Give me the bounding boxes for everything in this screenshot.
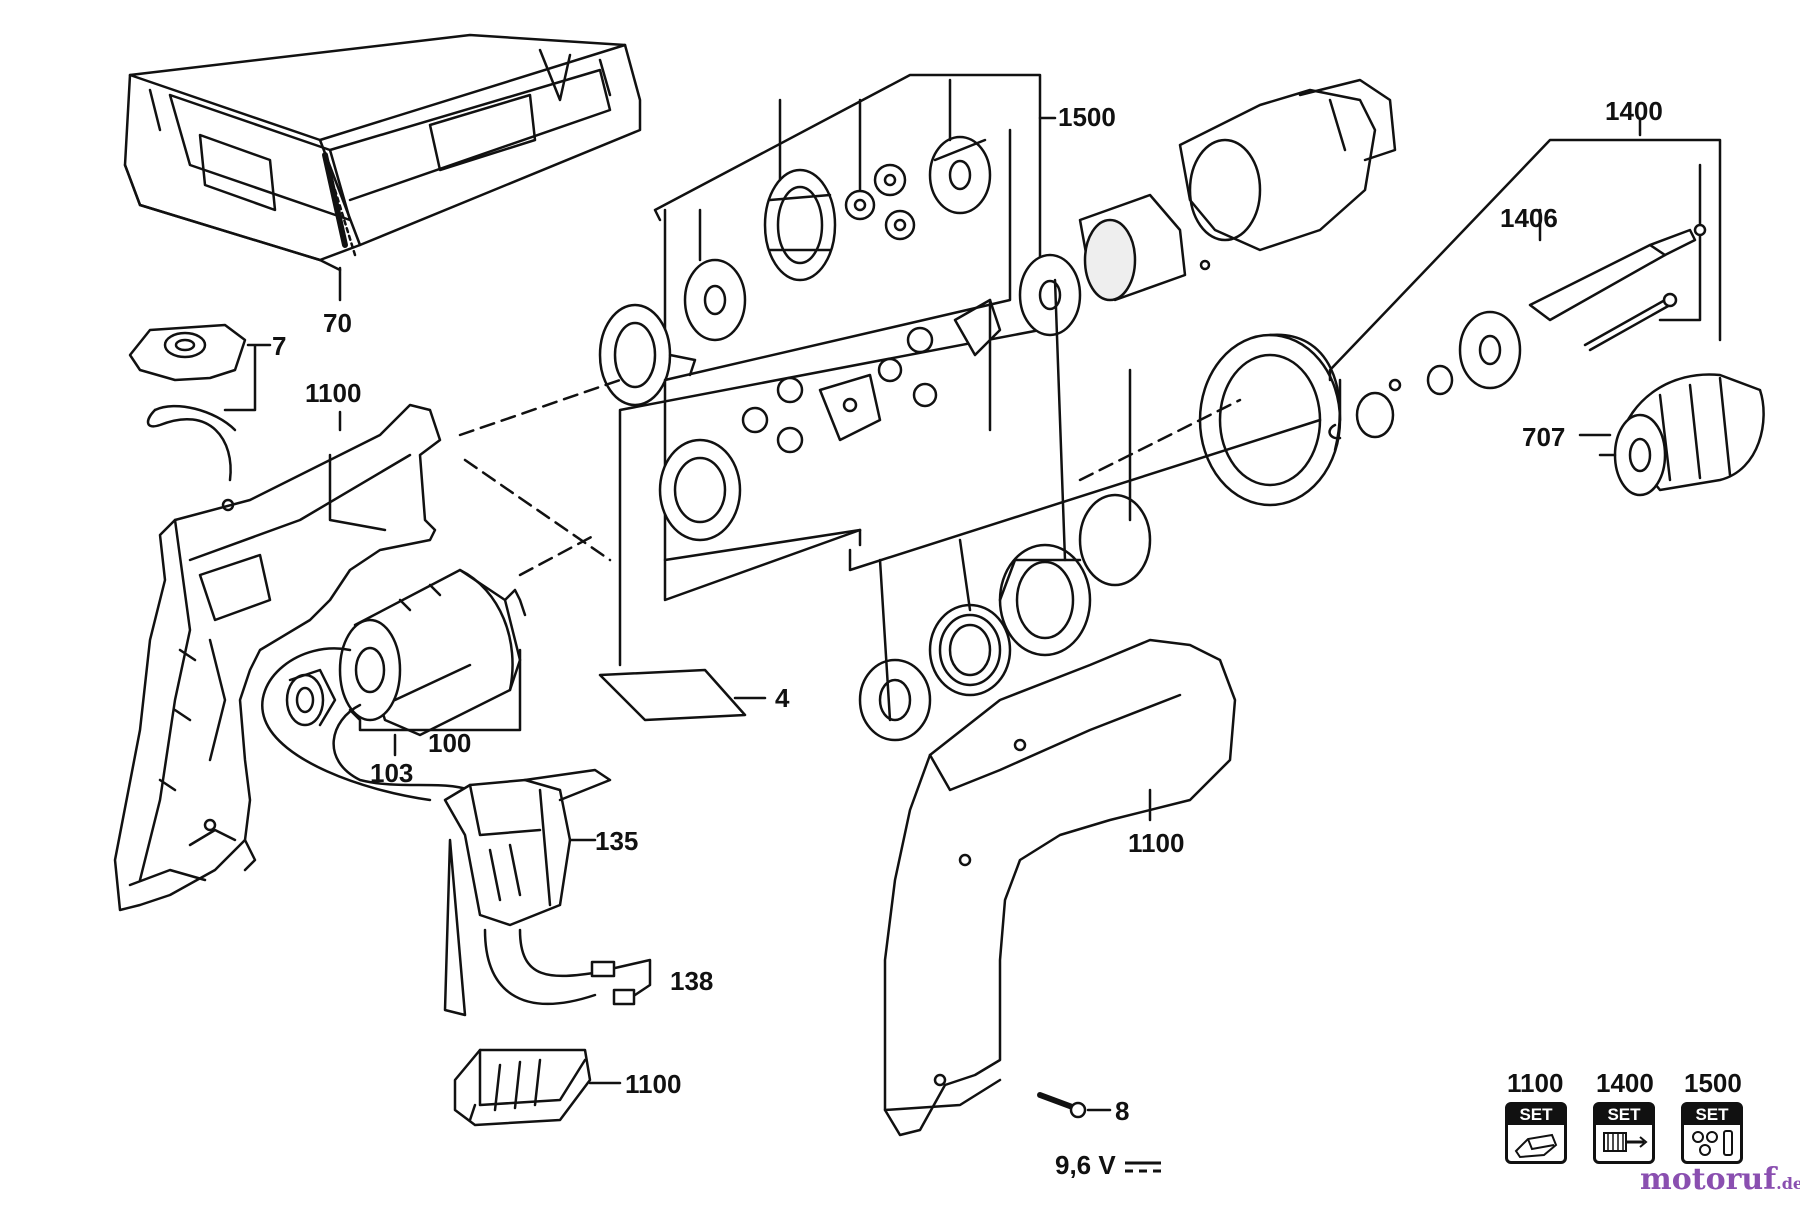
- bearing-flange: [1458, 310, 1522, 390]
- planet-carrier: [928, 135, 992, 215]
- battery-adapter: [453, 1048, 592, 1127]
- voltage-text: 9,6 V: [1055, 1150, 1116, 1180]
- set-tag: SET: [1596, 1105, 1652, 1125]
- o-ring: [1426, 364, 1454, 396]
- label-motor-pinion: 103: [370, 758, 414, 788]
- voltage-rating: 9,6 V: [1055, 1152, 1163, 1178]
- gear-housing-cap: [598, 303, 697, 407]
- motor: [338, 568, 527, 737]
- motor-wire-1: [261, 647, 432, 802]
- leader-100: [348, 648, 522, 732]
- housing-left: [113, 403, 442, 912]
- ring-gear-large: [763, 168, 837, 282]
- shaft-seal: [1355, 391, 1395, 439]
- label-case: 70: [323, 308, 352, 338]
- rating-plate: [598, 668, 747, 722]
- ball: [1199, 259, 1211, 271]
- gear-carrier-disk: [1018, 253, 1082, 337]
- set-tag: SET: [1684, 1105, 1740, 1125]
- gear-set-icon: [1692, 1130, 1733, 1156]
- set-badge-spindle: SET: [1593, 1102, 1655, 1164]
- leader-middle: [848, 418, 1322, 572]
- locking-ring: [1078, 493, 1152, 587]
- trigger-switch: [443, 768, 612, 1017]
- planet-gears: [844, 163, 916, 241]
- label-gear-set: 1500: [1058, 102, 1116, 132]
- retaining-clip: [1328, 423, 1342, 440]
- battery-clip: [128, 323, 247, 482]
- set-legend-number-2: 1400: [1596, 1068, 1654, 1098]
- watermark-suffix: .de: [1776, 1174, 1800, 1193]
- motor-pinion: [285, 668, 337, 727]
- small-ball: [1388, 378, 1402, 392]
- detent-washer: [858, 658, 932, 742]
- watermark-brand: motoruf: [1640, 1162, 1777, 1197]
- housing-set-icon: [1514, 1133, 1558, 1159]
- assembly-lines: [458, 378, 1242, 577]
- set-legend-number-3: 1500: [1684, 1068, 1742, 1098]
- label-motor: 100: [428, 728, 472, 758]
- spindle-shaft: [1528, 223, 1707, 322]
- label-battery-adapter: 1100: [625, 1069, 682, 1099]
- gearbox-housing: [1178, 78, 1397, 252]
- clutch-sleeve: [1078, 193, 1187, 302]
- screw: [1037, 1092, 1087, 1119]
- spindle-bracket: [1328, 118, 1722, 382]
- label-wires: 138: [670, 966, 714, 996]
- leader-7: [223, 343, 272, 412]
- set-legend-number-1: 1100: [1507, 1068, 1564, 1098]
- label-switch: 135: [595, 826, 639, 856]
- adjusting-collar: [998, 543, 1092, 657]
- drill-chuck: [1598, 373, 1765, 497]
- carrying-case: [123, 33, 642, 272]
- second-stage-gears: [741, 298, 1002, 454]
- label-clip: 7: [272, 331, 287, 361]
- spindle-set-icon: [1603, 1132, 1648, 1152]
- label-plate: 4: [775, 683, 790, 713]
- set-badge-housing: SET: [1505, 1102, 1567, 1164]
- ring-gear-second: [658, 438, 742, 542]
- inner-bracket: [663, 128, 1012, 382]
- motor-wire-2: [332, 703, 472, 792]
- label-screw: 8: [1115, 1096, 1130, 1126]
- label-spindle-group: 1400: [1605, 96, 1663, 126]
- long-screw: [1583, 292, 1678, 352]
- connector-wires: [483, 928, 636, 1006]
- label-spindle: 1406: [1500, 203, 1558, 233]
- label-housing-right: 1100: [1128, 828, 1185, 858]
- watermark-logo: motoruf.de: [1640, 1162, 1800, 1197]
- set-tag: SET: [1508, 1105, 1564, 1125]
- leader-138: [613, 958, 652, 997]
- housing-right: [883, 638, 1237, 1137]
- spring: [928, 603, 1012, 697]
- set-badge-gears: SET: [1681, 1102, 1743, 1164]
- label-housing-left: 1100: [305, 378, 362, 408]
- thrust-washer: [683, 258, 747, 342]
- label-chuck: 707: [1522, 422, 1566, 452]
- dc-symbol-icon: [1124, 1161, 1161, 1173]
